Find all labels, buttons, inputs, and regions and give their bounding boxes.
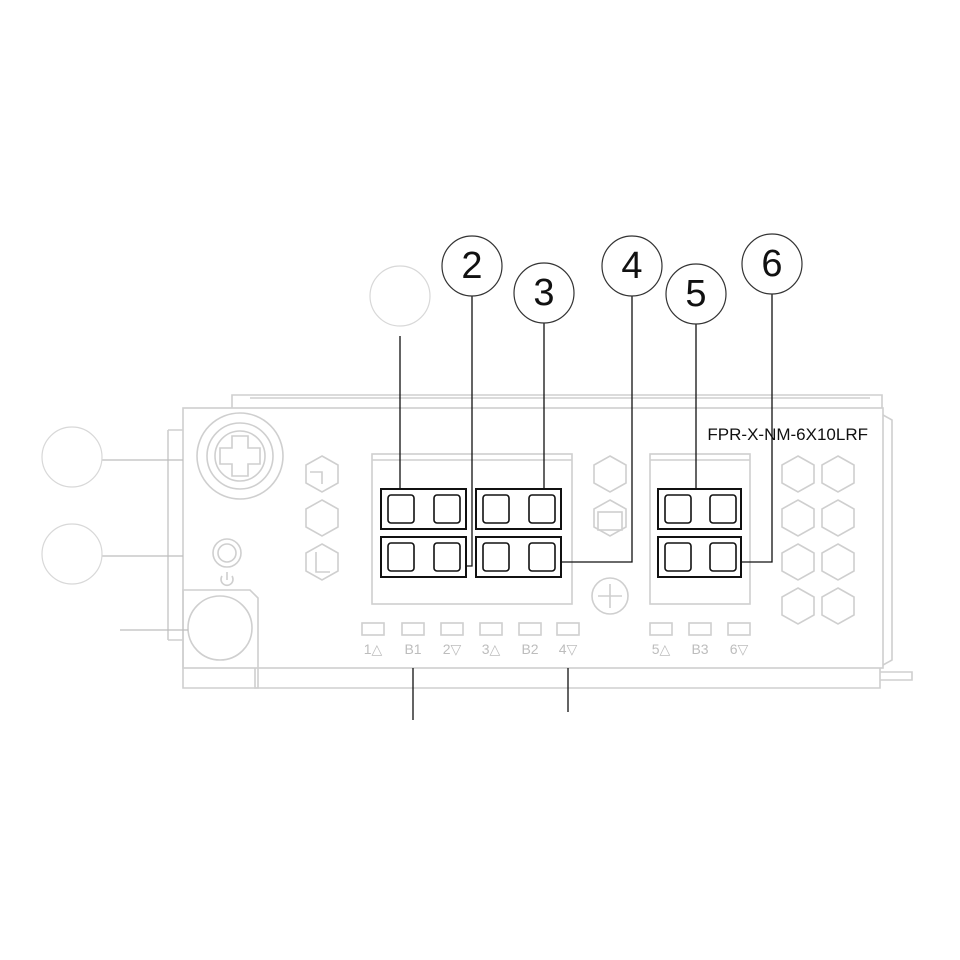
led-b3 [688,622,712,636]
svg-text:6: 6 [761,243,782,285]
hex-nut-column-left [305,455,339,581]
port-group-3-4 [475,488,562,578]
sfp-port-6[interactable] [664,542,692,572]
leader-lines [102,292,773,720]
led-label: 3△ [482,641,501,657]
led-b2 [518,622,542,636]
sfp-port-1b[interactable] [433,494,461,524]
hex-nut-column-middle [593,455,627,537]
ejector-lever[interactable] [182,589,259,689]
callout-2: 2 [441,235,503,297]
sfp-port-2b[interactable] [433,542,461,572]
led-label: 4▽ [559,641,578,657]
model-label: FPR-X-NM-6X10LRF [707,425,868,444]
svg-text:2: 2 [461,245,482,287]
led-1 [361,622,385,636]
power-icon [220,572,234,587]
led-2 [440,622,464,636]
status-led-row: 1△ B1 2▽ 3△ B2 4▽ 5△ B3 6▽ [361,622,751,657]
port-group-1-2 [380,488,467,578]
callout-5: 5 [665,263,727,325]
captive-screw-icon [196,412,284,500]
led-6 [727,622,751,636]
sfp-port-5b[interactable] [709,494,737,524]
sfp-port-6b[interactable] [709,542,737,572]
led-3 [479,622,503,636]
sfp-port-5[interactable] [664,494,692,524]
sfp-port-3[interactable] [482,494,510,524]
led-label: B1 [404,641,421,657]
led-b1 [401,622,425,636]
led-label: 5△ [652,641,671,657]
sfp-port-1[interactable] [387,494,415,524]
led-label: B3 [691,641,708,657]
led-label: 6▽ [730,641,749,657]
led-label: 1△ [364,641,383,657]
port-cage-b [649,453,751,605]
led-4 [556,622,580,636]
sfp-port-4[interactable] [482,542,510,572]
callout-4: 4 [601,235,663,297]
mounting-screw-icon [591,577,629,615]
callout-6: 6 [741,233,803,295]
svg-text:4: 4 [621,245,642,287]
svg-text:3: 3 [533,272,554,314]
callout-7 [41,426,103,488]
led-label: 2▽ [443,641,462,657]
led-5 [649,622,673,636]
sfp-port-3b[interactable] [528,494,556,524]
callout-8 [41,523,103,585]
reset-button[interactable] [212,538,242,568]
callout-1 [369,265,431,327]
sfp-port-2[interactable] [387,542,415,572]
hex-nut-grid-right [781,455,855,625]
svg-text:5: 5 [685,273,706,315]
led-label: B2 [521,641,538,657]
sfp-port-4b[interactable] [528,542,556,572]
callout-3: 3 [513,262,575,324]
